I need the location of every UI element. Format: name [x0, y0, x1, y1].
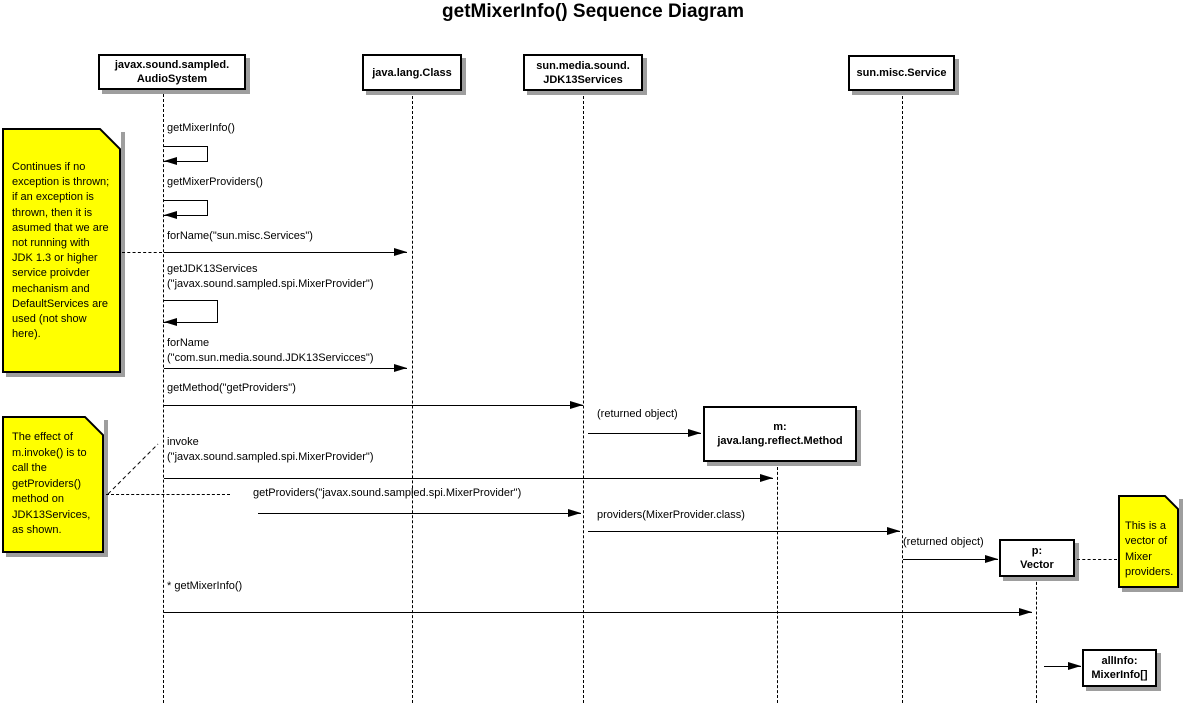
arrowhead-icon: [394, 248, 407, 256]
arrowhead-icon: [760, 474, 773, 482]
message-label: (returned object): [597, 408, 678, 420]
message-arrow: [258, 513, 581, 514]
arrowhead-icon: [394, 364, 407, 372]
object-box-method: m: java.lang.reflect.Method: [703, 406, 857, 462]
arrowhead-icon: [164, 157, 177, 165]
actor-box-jdk13services: sun.media.sound. JDK13Services: [523, 54, 643, 91]
arrowhead-icon: [164, 318, 177, 326]
message-label: getMixerProviders(): [167, 176, 263, 188]
note-connector: [107, 443, 159, 495]
message-label: getJDK13Services ("javax.sound.sampled.s…: [167, 263, 374, 290]
message-arrow: [164, 478, 773, 479]
note-exception-behavior: Continues if no exception is thrown; if …: [2, 128, 121, 373]
note-connector: [106, 494, 230, 495]
message-arrow: [588, 433, 701, 434]
lifeline-method: [777, 462, 778, 703]
arrowhead-icon: [1068, 662, 1081, 670]
message-label: (returned object): [903, 536, 984, 548]
diagram-title: getMixerInfo() Sequence Diagram: [442, 1, 744, 22]
message-arrow: [903, 559, 998, 560]
message-label: forName ("com.sun.media.sound.JDK13Servi…: [167, 337, 374, 364]
message-label: providers(MixerProvider.class): [597, 509, 745, 521]
message-label: getMethod("getProviders"): [167, 382, 296, 394]
message-arrow: [164, 368, 407, 369]
arrowhead-icon: [985, 555, 998, 563]
note-connector: [122, 252, 162, 253]
note-fold-icon: [99, 128, 121, 150]
object-box-vector: p: Vector: [999, 539, 1075, 577]
message-arrow: [588, 531, 900, 532]
note-text: The effect of m.invoke() is to call the …: [12, 431, 91, 536]
note-text: Continues if no exception is thrown; if …: [12, 161, 110, 341]
message-arrow: [164, 252, 407, 253]
message-arrow: [164, 612, 1032, 613]
note-connector: [1077, 559, 1117, 560]
arrowhead-icon: [570, 401, 583, 409]
message-label: invoke ("javax.sound.sampled.spi.MixerPr…: [167, 436, 374, 463]
arrowhead-icon: [568, 509, 581, 517]
self-call-arrow: [163, 300, 218, 323]
message-label: getProviders("javax.sound.sampled.spi.Mi…: [253, 487, 522, 499]
self-call-arrow: [163, 146, 208, 162]
actor-box-audiosystem: javax.sound.sampled. AudioSystem: [98, 54, 246, 90]
note-invoke-effect: The effect of m.invoke() is to call the …: [2, 416, 104, 553]
note-vector-of-providers: This is a vector of Mixer providers.: [1118, 495, 1179, 588]
message-label: getMixerInfo(): [167, 122, 235, 134]
object-box-allinfo: allInfo: MixerInfo[]: [1082, 649, 1157, 687]
arrowhead-icon: [688, 429, 701, 437]
arrowhead-icon: [887, 527, 900, 535]
actor-box-class: java.lang.Class: [362, 54, 462, 91]
lifeline-class: [412, 91, 413, 703]
lifeline-jdk13services: [583, 91, 584, 703]
note-fold-icon: [84, 416, 104, 436]
message-label: forName("sun.misc.Services"): [167, 230, 313, 242]
lifeline-audiosystem: [163, 89, 164, 703]
message-label: * getMixerInfo(): [167, 580, 243, 592]
lifeline-service: [902, 91, 903, 703]
note-fold-icon: [1164, 495, 1179, 510]
arrowhead-icon: [1019, 608, 1032, 616]
message-arrow: [164, 405, 583, 406]
arrowhead-icon: [164, 211, 177, 219]
self-call-arrow: [163, 200, 208, 216]
note-text: This is a vector of Mixer providers.: [1125, 520, 1174, 578]
actor-box-service: sun.misc.Service: [848, 55, 955, 91]
message-arrow: [1044, 666, 1081, 667]
lifeline-vector: [1036, 577, 1037, 703]
